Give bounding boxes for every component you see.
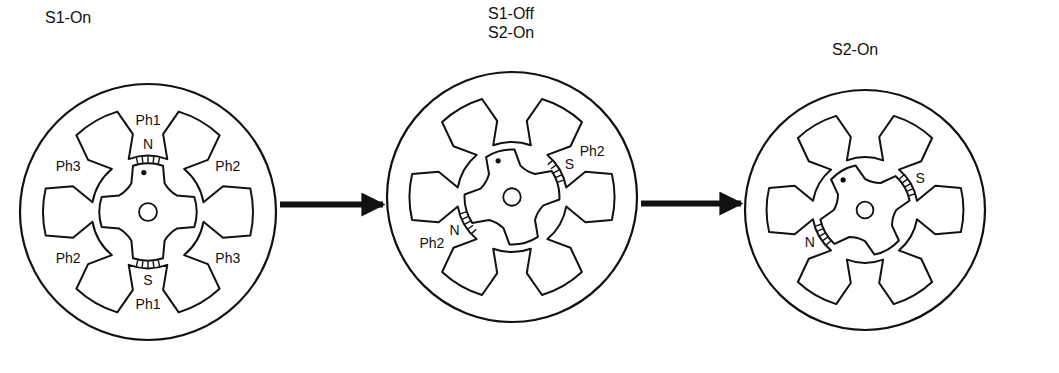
flux-line	[823, 237, 828, 241]
step-arrow	[641, 201, 741, 207]
flux-line	[551, 165, 556, 169]
flux-line	[556, 175, 562, 178]
stator-housing	[387, 72, 637, 322]
pole-polarity: S	[564, 156, 575, 171]
flux-line	[554, 170, 559, 173]
motor-panel: S1-On	[20, 8, 276, 340]
flux-line	[548, 161, 553, 165]
phase-label: Ph2	[55, 251, 82, 266]
stator-housing	[745, 90, 985, 330]
pole-polarity: N	[804, 234, 816, 249]
phase-label: Ph2	[418, 236, 445, 251]
phase-label: Ph1	[135, 112, 162, 127]
rotor-mark	[841, 177, 846, 182]
stator-poles	[767, 116, 964, 304]
flux-line	[152, 261, 154, 267]
pole-polarity: S	[142, 272, 153, 287]
stator-poles	[43, 112, 253, 313]
rotor	[465, 150, 560, 245]
rotor-shaft	[503, 188, 521, 206]
rotor	[99, 163, 196, 260]
pole-polarity: N	[142, 137, 154, 152]
flux-line	[817, 229, 822, 231]
flux-line	[472, 229, 477, 233]
flux-line	[460, 212, 466, 214]
flux-line	[141, 157, 143, 163]
phase-label: Ph2	[214, 158, 241, 173]
flux-line	[462, 217, 468, 220]
flux-line	[158, 158, 159, 164]
motor-panel: S1-Off S2-On	[387, 4, 637, 322]
flux-line	[147, 156, 148, 162]
flux-line	[902, 179, 907, 183]
flux-line	[468, 225, 473, 229]
rotor	[820, 165, 909, 254]
flux-line	[815, 224, 821, 226]
flux-line	[907, 189, 912, 191]
flux-line	[558, 180, 564, 182]
flux-line	[820, 233, 825, 236]
motor-panel: S2-On	[745, 40, 985, 330]
phase-label: Ph3	[214, 251, 241, 266]
step-arrow	[280, 202, 383, 208]
rotor-mark	[141, 170, 146, 175]
rotor-shaft	[857, 202, 874, 219]
flux-line	[905, 184, 910, 187]
flux-line	[141, 261, 143, 267]
phase-label: Ph3	[55, 158, 82, 173]
step-heading: S2-On	[832, 40, 922, 59]
rotor-shaft	[139, 203, 157, 221]
flux-line	[147, 261, 148, 267]
flux-line	[909, 194, 915, 196]
step-heading: S1-Off S2-On	[488, 4, 550, 42]
phase-label: Ph2	[579, 143, 606, 158]
flux-line	[899, 175, 903, 179]
flux-line	[136, 158, 137, 164]
flux-line	[465, 221, 470, 224]
flux-line	[826, 241, 830, 245]
phase-label: Ph1	[135, 297, 162, 312]
pole-polarity: N	[449, 223, 461, 238]
flux-line	[136, 260, 137, 266]
step-heading: S1-On	[45, 8, 135, 27]
pole-polarity: S	[914, 171, 925, 186]
rotor-mark	[496, 158, 501, 163]
stator-housing	[20, 84, 276, 340]
flux-line	[152, 157, 154, 163]
flux-line	[158, 260, 159, 266]
stator-poles	[409, 99, 614, 295]
